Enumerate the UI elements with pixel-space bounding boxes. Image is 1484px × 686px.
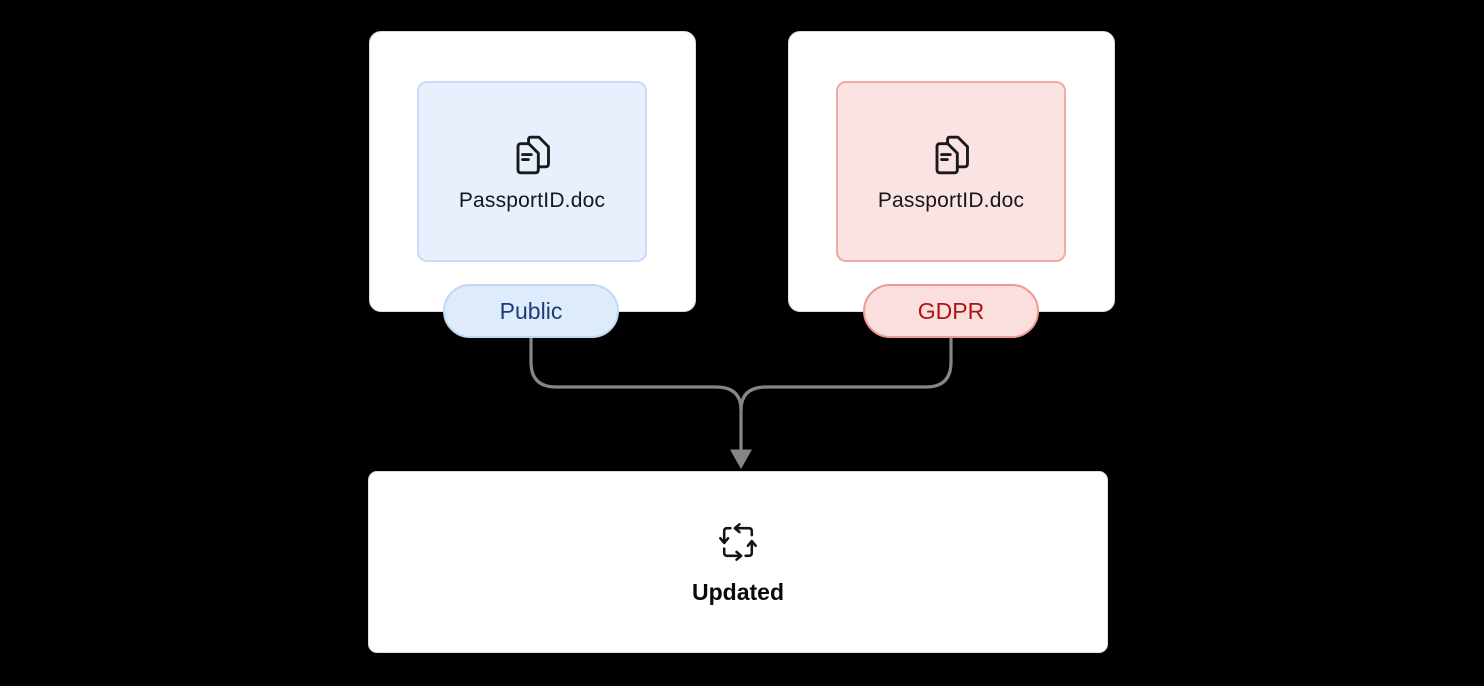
edge-public-to-updated [529, 336, 743, 412]
documents-icon [509, 131, 555, 177]
source-card-gdpr: PassportID.doc [788, 31, 1115, 312]
edge-gdpr-to-updated [739, 336, 953, 412]
updated-label: Updated [692, 578, 784, 605]
gdpr-badge-label: GDPR [917, 297, 985, 324]
result-card-updated: Updated [368, 471, 1108, 653]
file-box-public: PassportID.doc [417, 81, 647, 262]
public-badge: Public [443, 284, 619, 338]
file-box-gdpr: PassportID.doc [836, 81, 1066, 262]
sync-cycle-icon [715, 519, 761, 565]
result-content: Updated [369, 472, 1107, 652]
file-name-gdpr: PassportID.doc [877, 188, 1025, 212]
documents-icon [928, 131, 974, 177]
arrowhead-down [730, 449, 752, 469]
public-badge-label: Public [499, 297, 563, 324]
file-name-public: PassportID.doc [458, 188, 606, 212]
gdpr-badge: GDPR [863, 284, 1039, 338]
source-card-public: PassportID.doc [369, 31, 696, 312]
